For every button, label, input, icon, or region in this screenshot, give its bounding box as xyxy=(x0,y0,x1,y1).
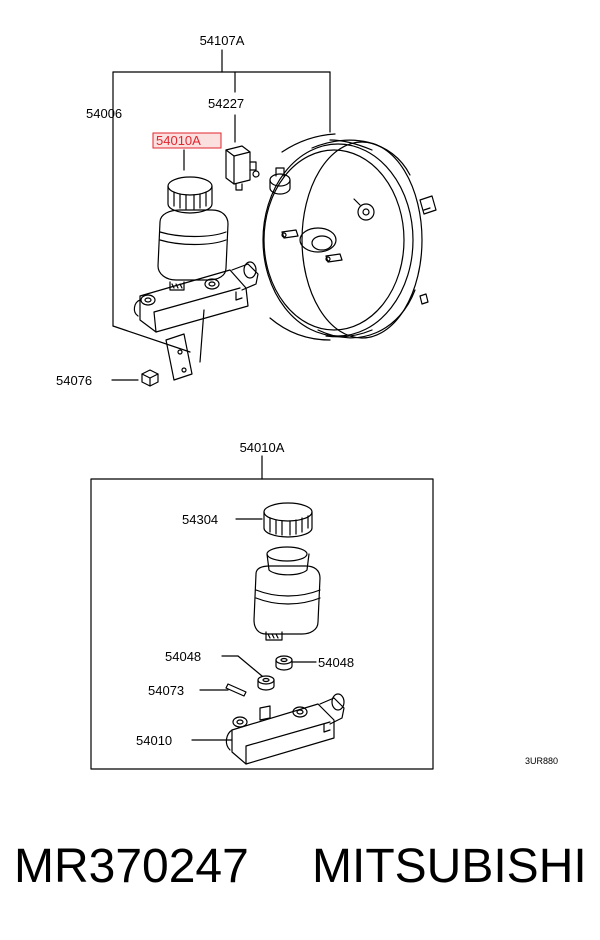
label-sensor: 54227 xyxy=(208,96,244,111)
highlight-box xyxy=(152,132,222,149)
label-nut: 54076 xyxy=(56,373,92,388)
label-cap: 54304 xyxy=(182,512,218,527)
label-detail-title: 54010A xyxy=(240,440,285,455)
grommet-right xyxy=(275,655,293,671)
nut xyxy=(141,369,159,387)
label-master-cylinder-assembly[interactable]: 54010A xyxy=(156,133,201,148)
label-pin: 54073 xyxy=(148,683,184,698)
caption: MR370247 MITSUBISHI xyxy=(0,836,600,906)
detail-box xyxy=(90,478,434,770)
master-cylinder-body xyxy=(225,693,345,765)
master-cylinder-top xyxy=(133,176,259,381)
assembly-bracket-lines xyxy=(111,49,331,381)
label-grommet-left: 54048 xyxy=(165,649,201,664)
part-number: MR370247 xyxy=(14,840,249,893)
label-cylinder: 54010 xyxy=(136,733,172,748)
pressure-sensor xyxy=(225,145,260,191)
label-grommet-right: 54048 xyxy=(318,655,354,670)
reservoir-cap xyxy=(263,502,313,538)
parts-diagram: 54107A 54006 54227 54010A 54076 54010A 5… xyxy=(56,33,558,770)
label-assembly: 54107A xyxy=(200,33,245,48)
brake-booster xyxy=(262,133,437,341)
detail-leader-lines xyxy=(191,518,317,741)
grommet-left xyxy=(257,675,275,691)
diagram-code: 3UR880 xyxy=(525,756,558,766)
label-booster: 54006 xyxy=(86,106,122,121)
reservoir xyxy=(253,546,321,641)
roll-pin xyxy=(225,683,247,697)
brand-name: MITSUBISHI xyxy=(312,840,587,893)
